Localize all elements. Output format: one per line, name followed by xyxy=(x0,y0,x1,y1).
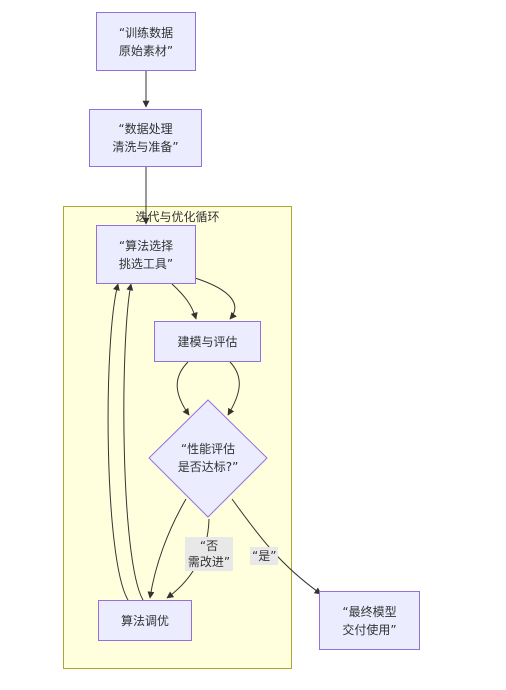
edge-label-yes: “是” xyxy=(250,547,279,565)
edge-label-no: “否 需改进” xyxy=(185,537,233,571)
edge-decision-to-tune-1 xyxy=(147,498,187,599)
node-decision-line2: 是否达标?” xyxy=(177,460,239,474)
node-model-label: 建模与评估 xyxy=(177,334,238,349)
node-raw-data: “训练数据原始素材” xyxy=(96,12,196,71)
decision-diamond xyxy=(148,399,268,518)
edge-no-line2: 需改进” xyxy=(187,555,231,569)
edge-model-to-decision-2 xyxy=(227,361,240,416)
node-final-model: “最终模型交付使用” xyxy=(319,591,420,650)
node-prep-line2: 清洗与准备” xyxy=(112,140,179,154)
node-algo-line1: “算法选择 xyxy=(118,238,174,253)
node-raw-line1: “训练数据 xyxy=(118,25,174,40)
edge-no-line1: “否 xyxy=(199,539,219,553)
node-raw-line2: 原始素材” xyxy=(118,43,174,58)
edge-algo-to-model-2 xyxy=(194,277,237,320)
node-deliver-line1: “最终模型 xyxy=(342,604,397,619)
node-deliver-line2: 交付使用” xyxy=(342,622,397,637)
node-data-prep: “数据处理清洗与准备” xyxy=(89,109,202,167)
node-model-eval: 建模与评估 xyxy=(154,321,261,362)
node-decision-line1: “性能评估 xyxy=(180,442,236,456)
edge-tune-to-algo-2 xyxy=(123,283,144,601)
node-prep-line1: “数据处理 xyxy=(118,122,173,136)
node-algo-select: “算法选择挑选工具” xyxy=(96,225,196,284)
edge-model-to-decision-1 xyxy=(176,361,190,416)
edge-algo-to-model-1 xyxy=(171,283,198,320)
edge-yes-text: “是” xyxy=(252,549,277,563)
edge-tune-to-algo-1 xyxy=(107,283,129,601)
cluster-title: 迭代与优化循环 xyxy=(135,210,220,224)
node-decision-text: “性能评估 是否达标?” xyxy=(168,440,248,476)
node-tune-label: 算法调优 xyxy=(120,613,169,628)
node-algo-tune: 算法调优 xyxy=(98,600,192,641)
node-algo-line2: 挑选工具” xyxy=(118,256,174,271)
